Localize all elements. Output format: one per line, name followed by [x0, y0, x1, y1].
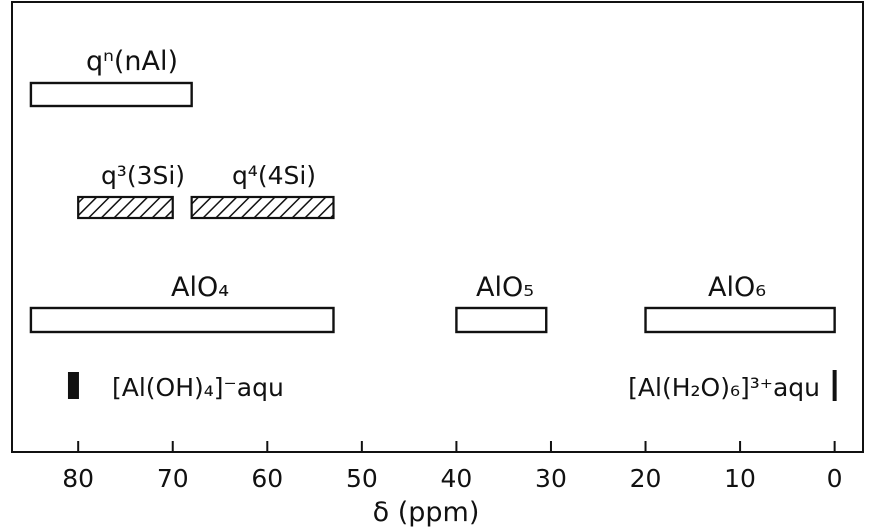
- plot-frame: [11, 1, 864, 453]
- x-tick-label: 80: [62, 464, 94, 493]
- q4-label: q⁴(4Si): [232, 161, 316, 190]
- alo6-bar: [644, 306, 836, 334]
- alh2o6-marker: [832, 370, 837, 401]
- x-axis: 80 70 60 50 40 30 20 10 0: [62, 441, 843, 493]
- qn-label: qⁿ(nAl): [86, 46, 178, 77]
- x-tick-label: 50: [346, 464, 378, 493]
- q4-bar: [190, 195, 335, 220]
- x-tick-label: 60: [251, 464, 283, 493]
- alo5-bar: [455, 306, 548, 334]
- qn-bar: [29, 81, 193, 108]
- x-tick-label: 70: [157, 464, 189, 493]
- x-tick-label: 20: [630, 464, 662, 493]
- x-tick-label: 30: [535, 464, 567, 493]
- alo4-label: AlO₄: [171, 272, 229, 303]
- alo4-bar: [29, 306, 335, 334]
- q3-bar: [77, 195, 174, 220]
- aloh4-marker: [67, 372, 79, 399]
- q3-label: q³(3Si): [101, 161, 185, 190]
- alh2o6-label: [Al(H₂O)₆]³⁺aqu: [628, 373, 820, 402]
- x-tick-label: 0: [827, 464, 843, 493]
- alo6-label: AlO₆: [708, 272, 766, 303]
- x-tick-label: 40: [441, 464, 473, 493]
- x-axis-title: δ (ppm): [373, 497, 480, 528]
- alo5-label: AlO₅: [476, 272, 534, 303]
- x-tick-label: 10: [724, 464, 756, 493]
- aloh4-label: [Al(OH)₄]⁻aqu: [112, 373, 284, 402]
